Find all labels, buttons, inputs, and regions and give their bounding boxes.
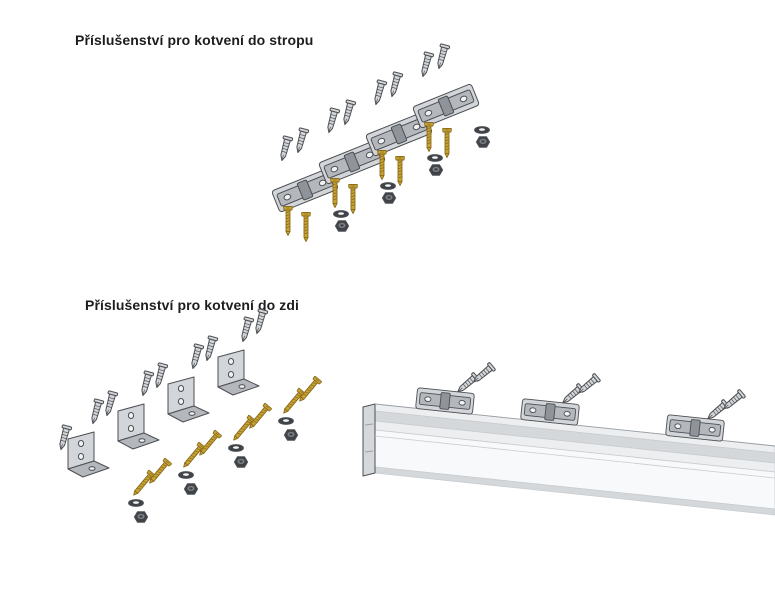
wall-anchor-icon (292, 127, 310, 155)
washer-icon (333, 210, 349, 218)
gold-screw-icon (301, 212, 311, 242)
gold-screw-icon (229, 414, 257, 444)
hex-nut-icon (183, 483, 199, 495)
rail-profile-illustration (362, 361, 775, 516)
gold-screw-icon (179, 441, 207, 471)
hex-nut-icon (381, 192, 397, 204)
rail-mounted-bracket-1 (415, 361, 497, 415)
rail-mounted-bracket-3 (665, 388, 747, 442)
rail-shadow-line (374, 435, 775, 479)
wall-kit-assembly-4 (217, 308, 323, 441)
rail-end-cap (362, 403, 376, 477)
washer-icon (474, 126, 490, 134)
gold-screw-icon (129, 469, 157, 499)
wall-section-title: Příslušenství pro kotvení do zdi (85, 297, 300, 313)
wall-anchor-icon (187, 343, 205, 371)
hex-nut-icon (428, 164, 444, 176)
washer-icon (178, 471, 194, 479)
wall-anchor-icon (137, 370, 155, 398)
washer-icon (427, 154, 443, 162)
l-bracket-icon (67, 431, 110, 478)
rail-mounted-bracket-2 (520, 372, 602, 426)
wall-anchor-icon (151, 362, 169, 390)
wall-anchor-icon (339, 99, 357, 127)
gold-screw-icon (279, 387, 307, 417)
wall-kit-assembly-3 (167, 335, 273, 468)
wall-anchor-icon (417, 51, 435, 79)
wall-anchor-icon (87, 398, 105, 426)
ceiling-mount-illustration (270, 43, 491, 242)
l-bracket-icon (217, 349, 260, 396)
gold-screw-icon (442, 128, 452, 158)
washer-icon (380, 182, 396, 190)
washer-icon (128, 499, 144, 507)
gold-screw-icon (395, 156, 405, 186)
rail-profile-body (362, 403, 775, 516)
ceiling-section-title: Příslušenství pro kotvení do stropu (75, 32, 314, 48)
wall-anchor-icon (201, 335, 219, 363)
channel-bracket-icon (411, 83, 481, 129)
wall-anchor-icon (386, 71, 404, 99)
wall-kit-assembly-2 (117, 362, 223, 495)
hex-nut-icon (133, 511, 149, 523)
end-cap-detail-line (364, 450, 374, 453)
washer-icon (228, 444, 244, 452)
hex-nut-icon (233, 456, 249, 468)
ceiling-kit-assembly-4 (411, 43, 491, 158)
wall-anchor-icon (276, 135, 294, 163)
end-cap-detail-line (364, 423, 374, 426)
washer-icon (278, 417, 294, 425)
wall-anchor-icon (323, 107, 341, 135)
hex-nut-icon (283, 429, 299, 441)
l-bracket-icon (117, 403, 160, 450)
l-bracket-icon (167, 376, 210, 423)
wall-anchor-icon (237, 316, 255, 344)
wall-anchor-icon (433, 43, 451, 71)
hex-nut-icon (334, 220, 350, 232)
wall-anchor-icon (370, 79, 388, 107)
hex-nut-icon (475, 136, 491, 148)
wall-mount-illustration (55, 308, 323, 523)
gold-screw-icon (348, 184, 358, 214)
wall-anchor-icon (101, 390, 119, 418)
wall-anchor-icon (251, 308, 269, 336)
